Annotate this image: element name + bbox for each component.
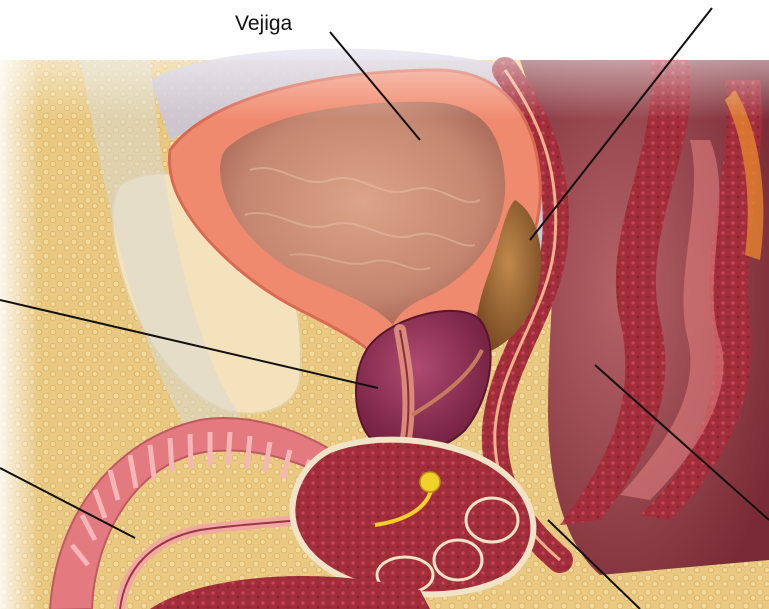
bulbourethral-gland: [420, 472, 440, 492]
top-fade: [0, 0, 769, 120]
muscle-bundle-1: [466, 498, 518, 542]
muscle-bundle-2: [434, 540, 482, 580]
bladder-label: Vejiga: [235, 12, 292, 36]
